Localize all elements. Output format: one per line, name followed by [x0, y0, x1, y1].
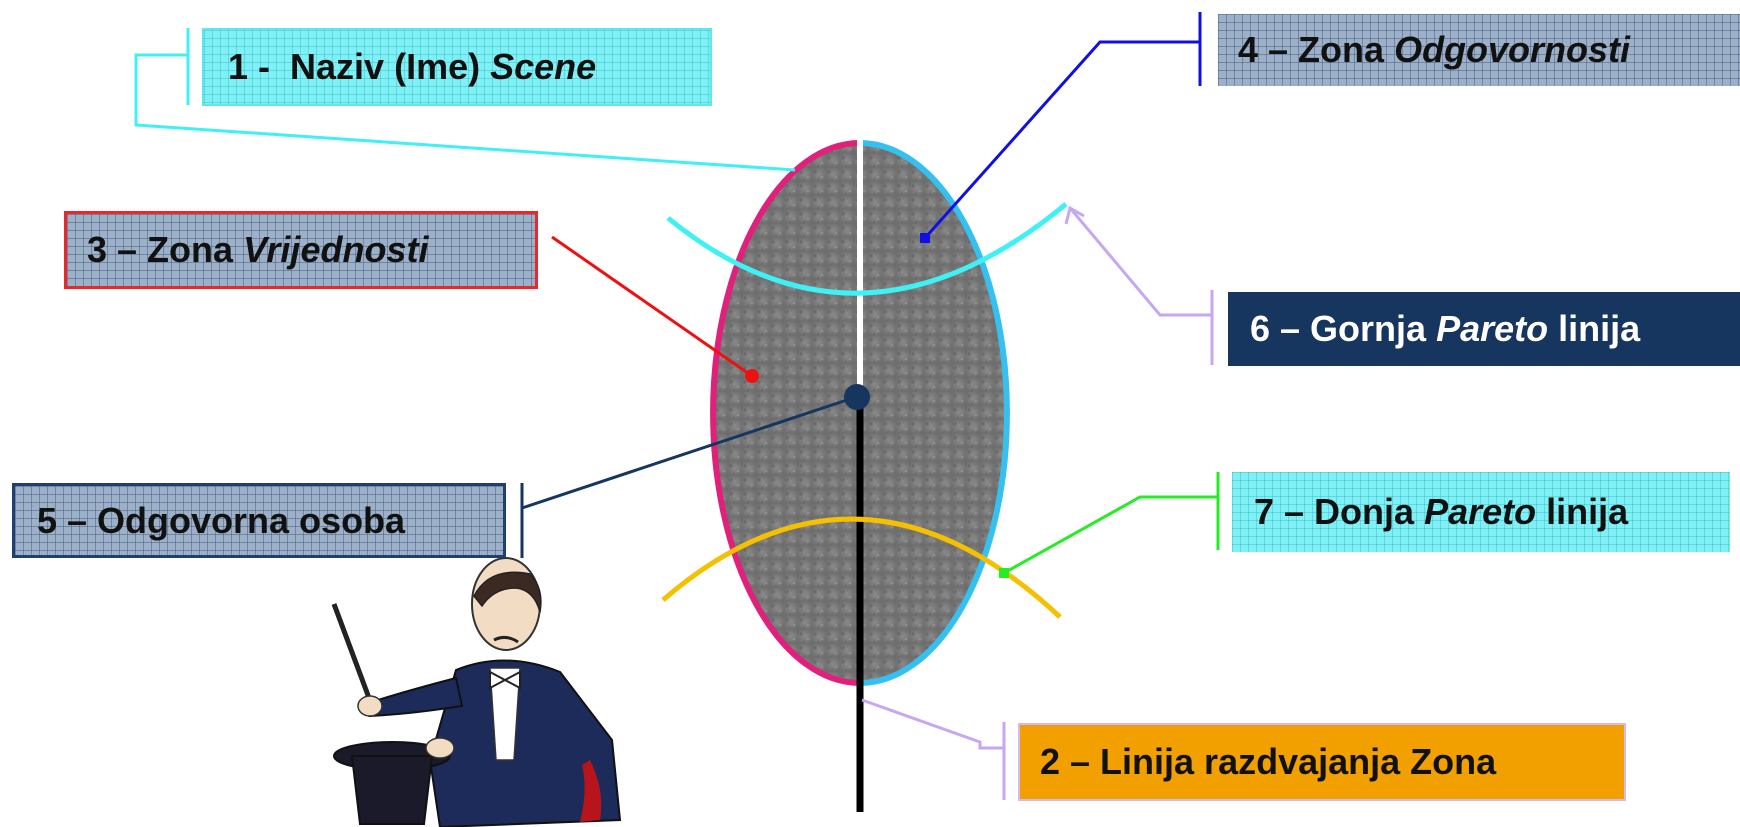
hat-hand: [425, 737, 455, 759]
shirt-front: [489, 667, 521, 761]
connector-2: [861, 698, 1004, 750]
label-value-zone: 3 – Zona Vrijednosti: [64, 211, 538, 289]
label-lower-pareto-suffix: linija: [1546, 491, 1629, 532]
mustache: [493, 635, 519, 644]
responsibility-zone-border: [859, 140, 1010, 686]
coat-highlight: [580, 760, 602, 822]
connector-4: [923, 40, 1200, 239]
label-upper-pareto-prefix: 6 – Gornja: [1250, 308, 1427, 349]
label-scene-name-main: Naziv (Ime): [290, 46, 481, 87]
label-scene-name: 1 - Naziv (Ime) Scene: [202, 28, 712, 106]
label-value-zone-italic: Vrijednosti: [243, 229, 429, 270]
label-responsibility-zone: 4 – Zona Odgovornosti: [1218, 14, 1740, 86]
connector-7-dot: [999, 568, 1009, 578]
label-upper-pareto-line: 6 – Gornja Pareto linija: [1228, 292, 1740, 366]
label-lower-pareto-line: 7 – Donja Pareto linija: [1232, 472, 1730, 552]
connector-3-dot: [745, 369, 759, 383]
label-zone-dividing-line: 2 – Linija razdvajanja Zona: [1018, 723, 1626, 801]
connector-6: [1068, 207, 1212, 317]
label-responsibility-zone-italic: Odgovornosti: [1394, 29, 1631, 70]
label-upper-pareto-suffix: linija: [1558, 308, 1641, 349]
label-scene-name-number: 1 -: [228, 46, 271, 87]
magician-hair: [473, 571, 542, 613]
upper-pareto-line: [666, 202, 1068, 296]
connector-5: [521, 395, 857, 510]
label-value-zone-prefix: 3 – Zona: [87, 229, 234, 270]
label-responsible-person-text: 5 – Odgovorna osoba: [37, 499, 406, 541]
magician-illustration: [331, 557, 622, 827]
label-upper-pareto-italic: Pareto: [1436, 308, 1549, 349]
label-lower-pareto-italic: Pareto: [1424, 491, 1537, 532]
value-zone-border: [710, 140, 861, 686]
connector-1: [134, 53, 796, 172]
bow-tie: [489, 670, 521, 690]
label-responsibility-zone-prefix: 4 – Zona: [1238, 29, 1385, 70]
label-lower-pareto-prefix: 7 – Donja: [1254, 491, 1415, 532]
label-scene-name-italic: Scene: [490, 46, 597, 87]
connector-4-dot: [920, 233, 930, 243]
responsible-person-dot: [844, 384, 870, 410]
top-hat-crown: [350, 755, 434, 825]
label-responsible-person: 5 – Odgovorna osoba: [12, 483, 506, 558]
connector-7: [1003, 495, 1218, 575]
magic-wand: [331, 603, 375, 707]
connector-3: [551, 235, 753, 378]
label-zone-dividing-line-text: 2 – Linija razdvajanja Zona: [1040, 741, 1497, 782]
tailcoat: [428, 659, 622, 827]
connector-6-arrowhead: [1064, 205, 1085, 225]
raised-hand: [357, 695, 383, 717]
